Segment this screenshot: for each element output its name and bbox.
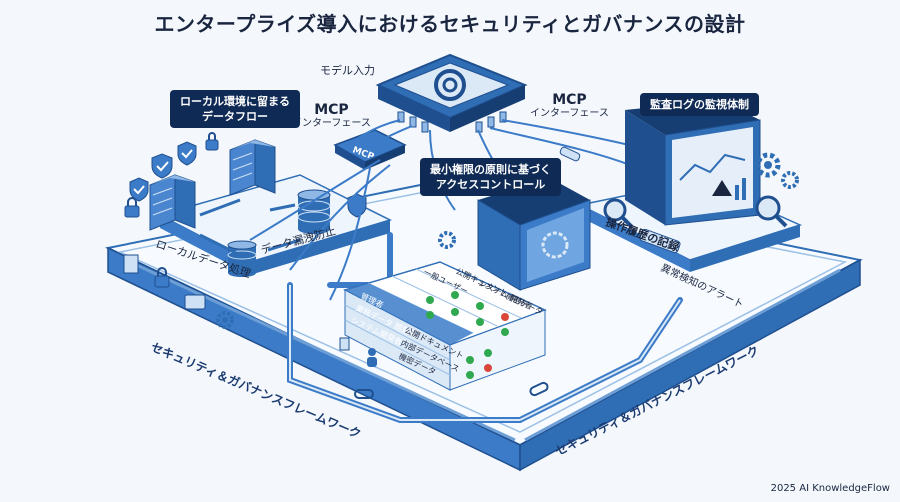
callout-audit-log: 監査ログの監視体制 xyxy=(640,93,759,116)
link-icon xyxy=(354,389,374,399)
lock-icon xyxy=(124,197,140,218)
server-rack-icon xyxy=(149,174,196,231)
access-matrix xyxy=(343,261,547,391)
gear-icon xyxy=(438,231,456,249)
mcp-sub-label: インターフェース xyxy=(530,108,609,119)
mcp-interface-left: MCP インターフェース xyxy=(292,102,371,130)
log-scroll-icon xyxy=(639,228,681,254)
lock-icon xyxy=(154,267,170,288)
mcp-label: MCP xyxy=(552,92,587,108)
mcp-label: MCP xyxy=(314,102,349,118)
link-icon xyxy=(529,381,549,397)
document-icon xyxy=(339,337,350,351)
gear-icon xyxy=(755,152,781,178)
mcp-interface-right: MCP インターフェース xyxy=(530,92,609,120)
model-input-label: モデル入力 xyxy=(320,64,375,77)
pipeline-highlight xyxy=(289,285,681,421)
access-control-monitor xyxy=(477,178,591,291)
interface-cables xyxy=(249,119,651,301)
gear-icon xyxy=(781,171,799,189)
folder-icon xyxy=(184,294,206,310)
file-icon xyxy=(123,254,139,274)
gear-icon xyxy=(216,311,234,329)
clip-icon xyxy=(559,146,581,162)
footer-credit: 2025 AI KnowledgeFlow xyxy=(770,483,890,494)
shield-icon xyxy=(151,153,173,179)
callout-least-privilege: 最小権限の原則に基づく アクセスコントロール xyxy=(420,158,561,196)
server-rack-icon xyxy=(229,139,276,196)
ai-model-chip xyxy=(375,53,528,132)
connector-pins xyxy=(397,111,507,133)
magnifier-icon xyxy=(603,198,634,229)
callout-local-dataflow: ローカル環境に留まる データフロー xyxy=(170,90,300,128)
dataflow-arrows xyxy=(199,198,301,257)
dashboard-monitor xyxy=(625,100,761,226)
shield-icon xyxy=(177,141,197,166)
shield-icon xyxy=(129,177,149,202)
magnifier-icon xyxy=(755,195,788,228)
page-title: エンタープライズ導入におけるセキュリティとガバナンスの設計 xyxy=(154,12,746,36)
user-icon xyxy=(367,348,377,367)
mcp-chip xyxy=(333,129,407,170)
mcp-sub-label: インターフェース xyxy=(292,118,371,129)
lock-icon xyxy=(205,132,219,151)
